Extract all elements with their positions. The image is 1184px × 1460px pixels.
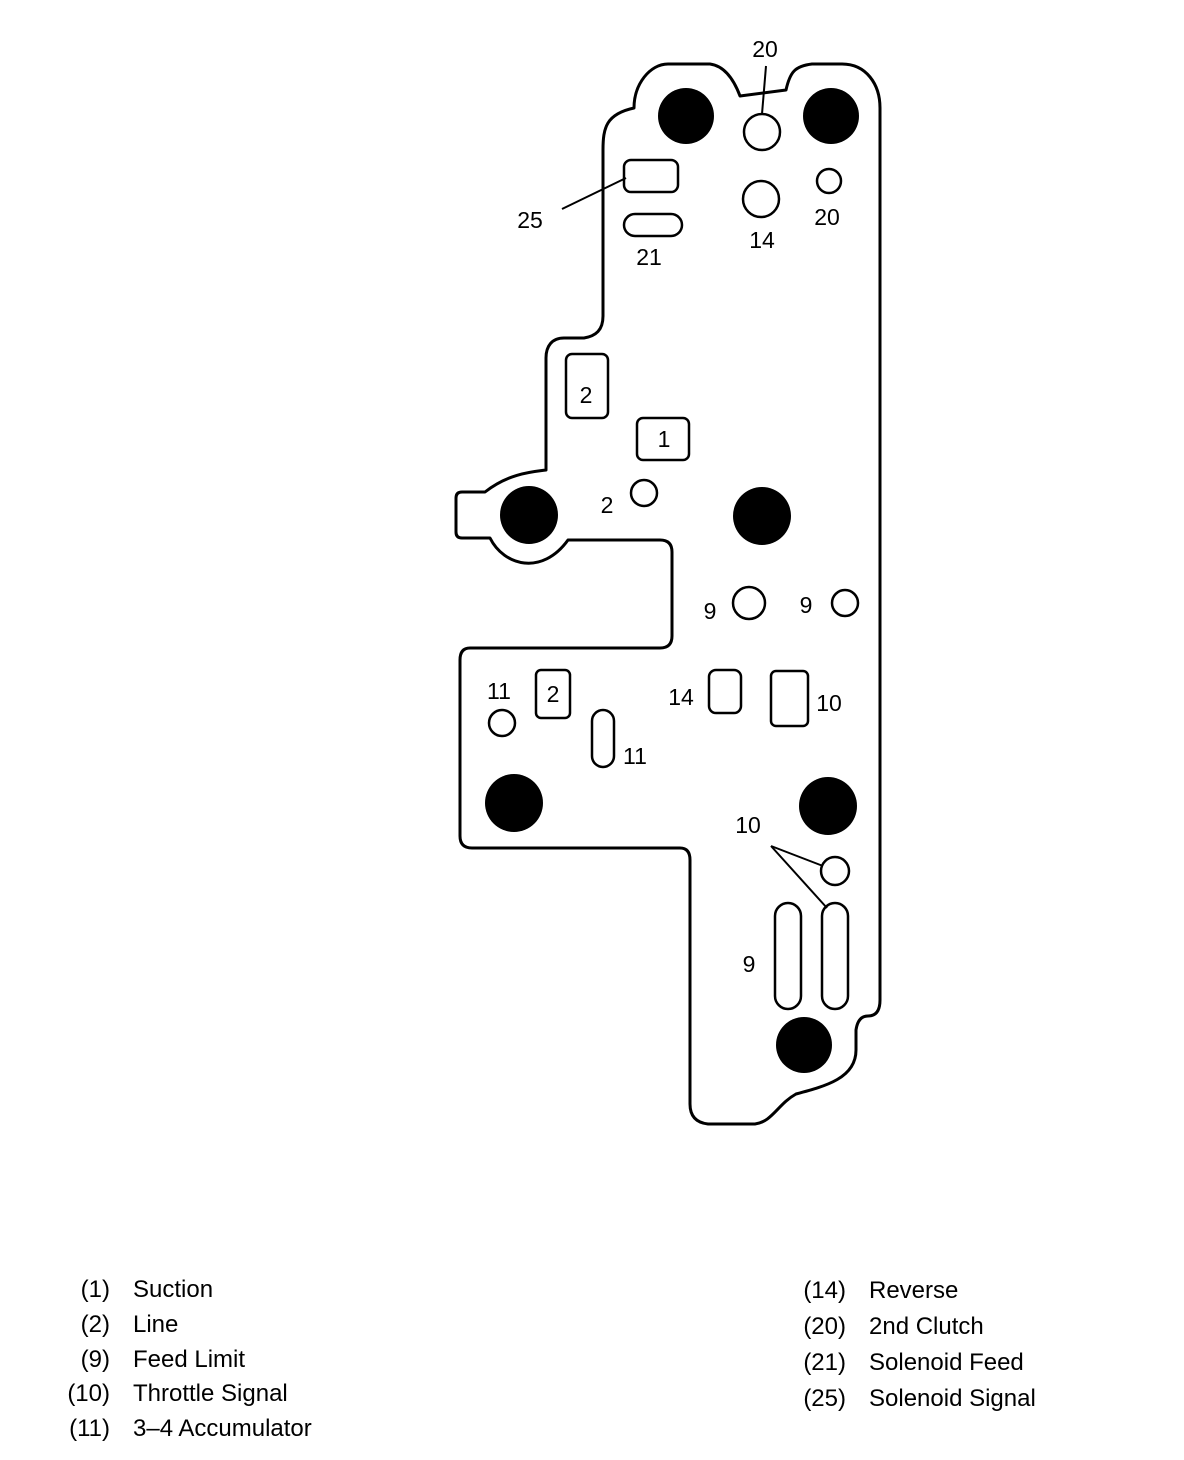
legend-right: (14) Reverse (20) 2nd Clutch (21) Soleno… xyxy=(0,1276,1184,1426)
passage-2-circle xyxy=(629,478,659,508)
label-14-lower: 14 xyxy=(668,684,694,710)
legend-label: Reverse xyxy=(869,1277,959,1304)
legend-code: (2) xyxy=(80,1311,110,1338)
label-2-circle: 2 xyxy=(601,492,614,518)
legend-code: (21) xyxy=(803,1349,846,1376)
passage-9-left xyxy=(731,585,767,621)
label-2-upper: 2 xyxy=(580,382,593,408)
bolt-hole xyxy=(799,777,857,835)
label-10-pointer: 10 xyxy=(735,812,761,838)
leader-25 xyxy=(561,177,627,210)
label-14-top: 14 xyxy=(749,227,775,253)
label-20-top: 20 xyxy=(752,36,778,62)
legend-label: 2nd Clutch xyxy=(869,1313,984,1340)
passage-20-top xyxy=(742,112,782,152)
passage-11-slot xyxy=(590,708,616,769)
legend-code: (14) xyxy=(803,1277,846,1304)
label-20-right: 20 xyxy=(814,204,840,230)
passage-9-right xyxy=(830,588,860,618)
label-21: 21 xyxy=(636,244,662,270)
label-9-left: 9 xyxy=(704,598,717,624)
passage-10-slot xyxy=(820,901,850,1011)
label-10-box: 10 xyxy=(816,690,842,716)
bolt-hole xyxy=(658,88,714,144)
bolt-holes xyxy=(485,88,859,1073)
bolt-hole xyxy=(733,487,791,545)
label-2-lower: 2 xyxy=(547,681,560,707)
passage-10-lower xyxy=(769,669,810,728)
passage-10-circle xyxy=(819,855,851,887)
passage-1 xyxy=(635,416,691,462)
legend-label: Line xyxy=(133,1311,179,1338)
legend-label: Solenoid Signal xyxy=(869,1385,1036,1412)
plate-outline xyxy=(454,62,882,1126)
passage-labels: 20 20 14 25 21 2 1 2 9 9 11 2 14 10 11 1… xyxy=(487,36,842,977)
passage-2-upper xyxy=(564,352,610,420)
label-9-right: 9 xyxy=(800,592,813,618)
legend-code: (9) xyxy=(80,1346,110,1373)
leader-lines xyxy=(561,65,828,909)
leader-10-slot xyxy=(770,845,828,909)
legend-label: Feed Limit xyxy=(133,1346,246,1373)
legend-label: 3–4 Accumulator xyxy=(133,1415,312,1442)
passage-14-top xyxy=(741,179,781,219)
bolt-hole xyxy=(500,486,558,544)
passage-25 xyxy=(622,158,680,194)
legend-code: (20) xyxy=(803,1313,846,1340)
bolt-hole xyxy=(485,774,543,832)
legend-code: (25) xyxy=(803,1385,846,1412)
leader-10-circle xyxy=(770,845,824,867)
passage-2-lower xyxy=(534,668,572,720)
label-11-slot: 11 xyxy=(623,743,647,769)
passage-9-slot xyxy=(773,901,803,1011)
bolt-hole xyxy=(776,1017,832,1073)
leader-20 xyxy=(761,65,767,115)
legend-label: Throttle Signal xyxy=(133,1380,288,1407)
label-11-circle: 11 xyxy=(487,678,511,704)
legend-label: Suction xyxy=(133,1276,214,1303)
label-25: 25 xyxy=(517,207,543,233)
legend-left: (1) Suction (2) Line (9) Feed Limit (10)… xyxy=(0,1275,600,1455)
bolt-hole xyxy=(803,88,859,144)
passage-14-lower xyxy=(707,668,743,715)
legend-code: (10) xyxy=(67,1380,110,1407)
legend-code: (1) xyxy=(80,1276,110,1303)
legend-code: (11) xyxy=(69,1415,110,1442)
legend-label: Solenoid Feed xyxy=(869,1349,1024,1376)
label-9-slot: 9 xyxy=(743,951,756,977)
passage-11-circle xyxy=(487,708,517,738)
passage-20-right xyxy=(815,167,843,195)
label-1: 1 xyxy=(658,426,671,452)
passage-21 xyxy=(622,212,684,238)
